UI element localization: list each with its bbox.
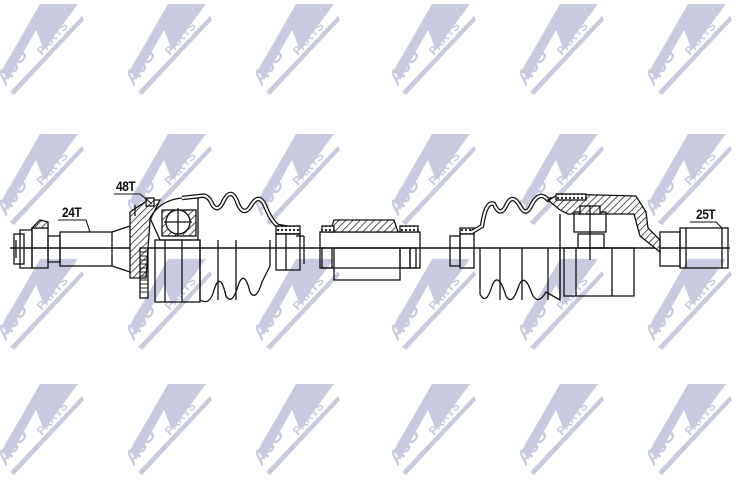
inner-cv-joint (546, 193, 661, 300)
outer-nut (13, 219, 49, 269)
outer-spline-label: 24T (62, 204, 82, 220)
outer-spline-shaft (47, 225, 131, 273)
leader-lines (58, 193, 723, 233)
abs-ring-label: 48T (116, 178, 136, 194)
inner-spline-shaft (659, 227, 729, 269)
outer-cv-joint (129, 197, 201, 303)
inner-spline-label: 25T (696, 206, 716, 222)
outer-boot (181, 191, 305, 303)
inner-boot (449, 193, 561, 302)
damper (319, 219, 421, 281)
